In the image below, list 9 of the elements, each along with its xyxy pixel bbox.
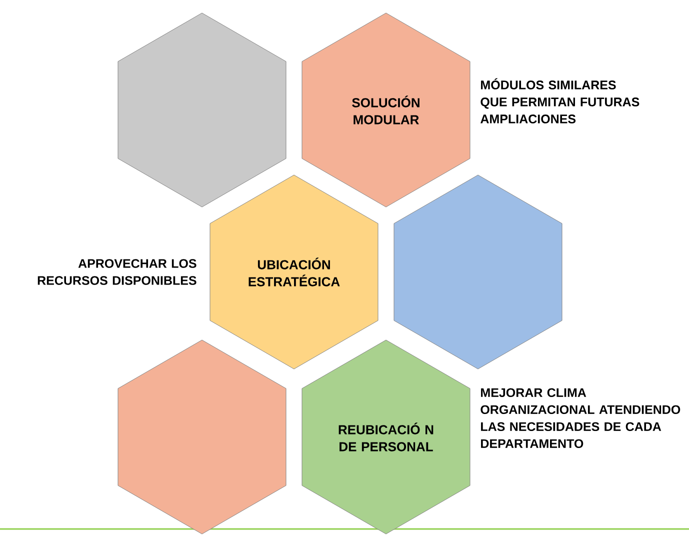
side-note: MEJORAR CLIMA ORGANIZACIONAL ATENDIENDO LAS NECESIDADES DE CADA DEPARTAMENTO	[480, 388, 680, 448]
side-note: MÓDULOS SIMILARES QUE PERMITAN FUTURAS AMPLIACIONES	[480, 78, 640, 124]
hexagon	[118, 340, 286, 534]
hexagon-label: UBICACIÓN ESTRATÉGICA	[210, 174, 378, 370]
side-note: APROVECHAR LOS RECURSOS DISPONIBLES	[38, 259, 196, 285]
hexagon	[118, 12, 286, 208]
hexagon	[394, 174, 562, 370]
hexagon-label: SOLUCIÓN MODULAR	[302, 12, 470, 208]
hexagon-label: REUBICACIÓ N DE PERSONAL	[302, 340, 470, 534]
